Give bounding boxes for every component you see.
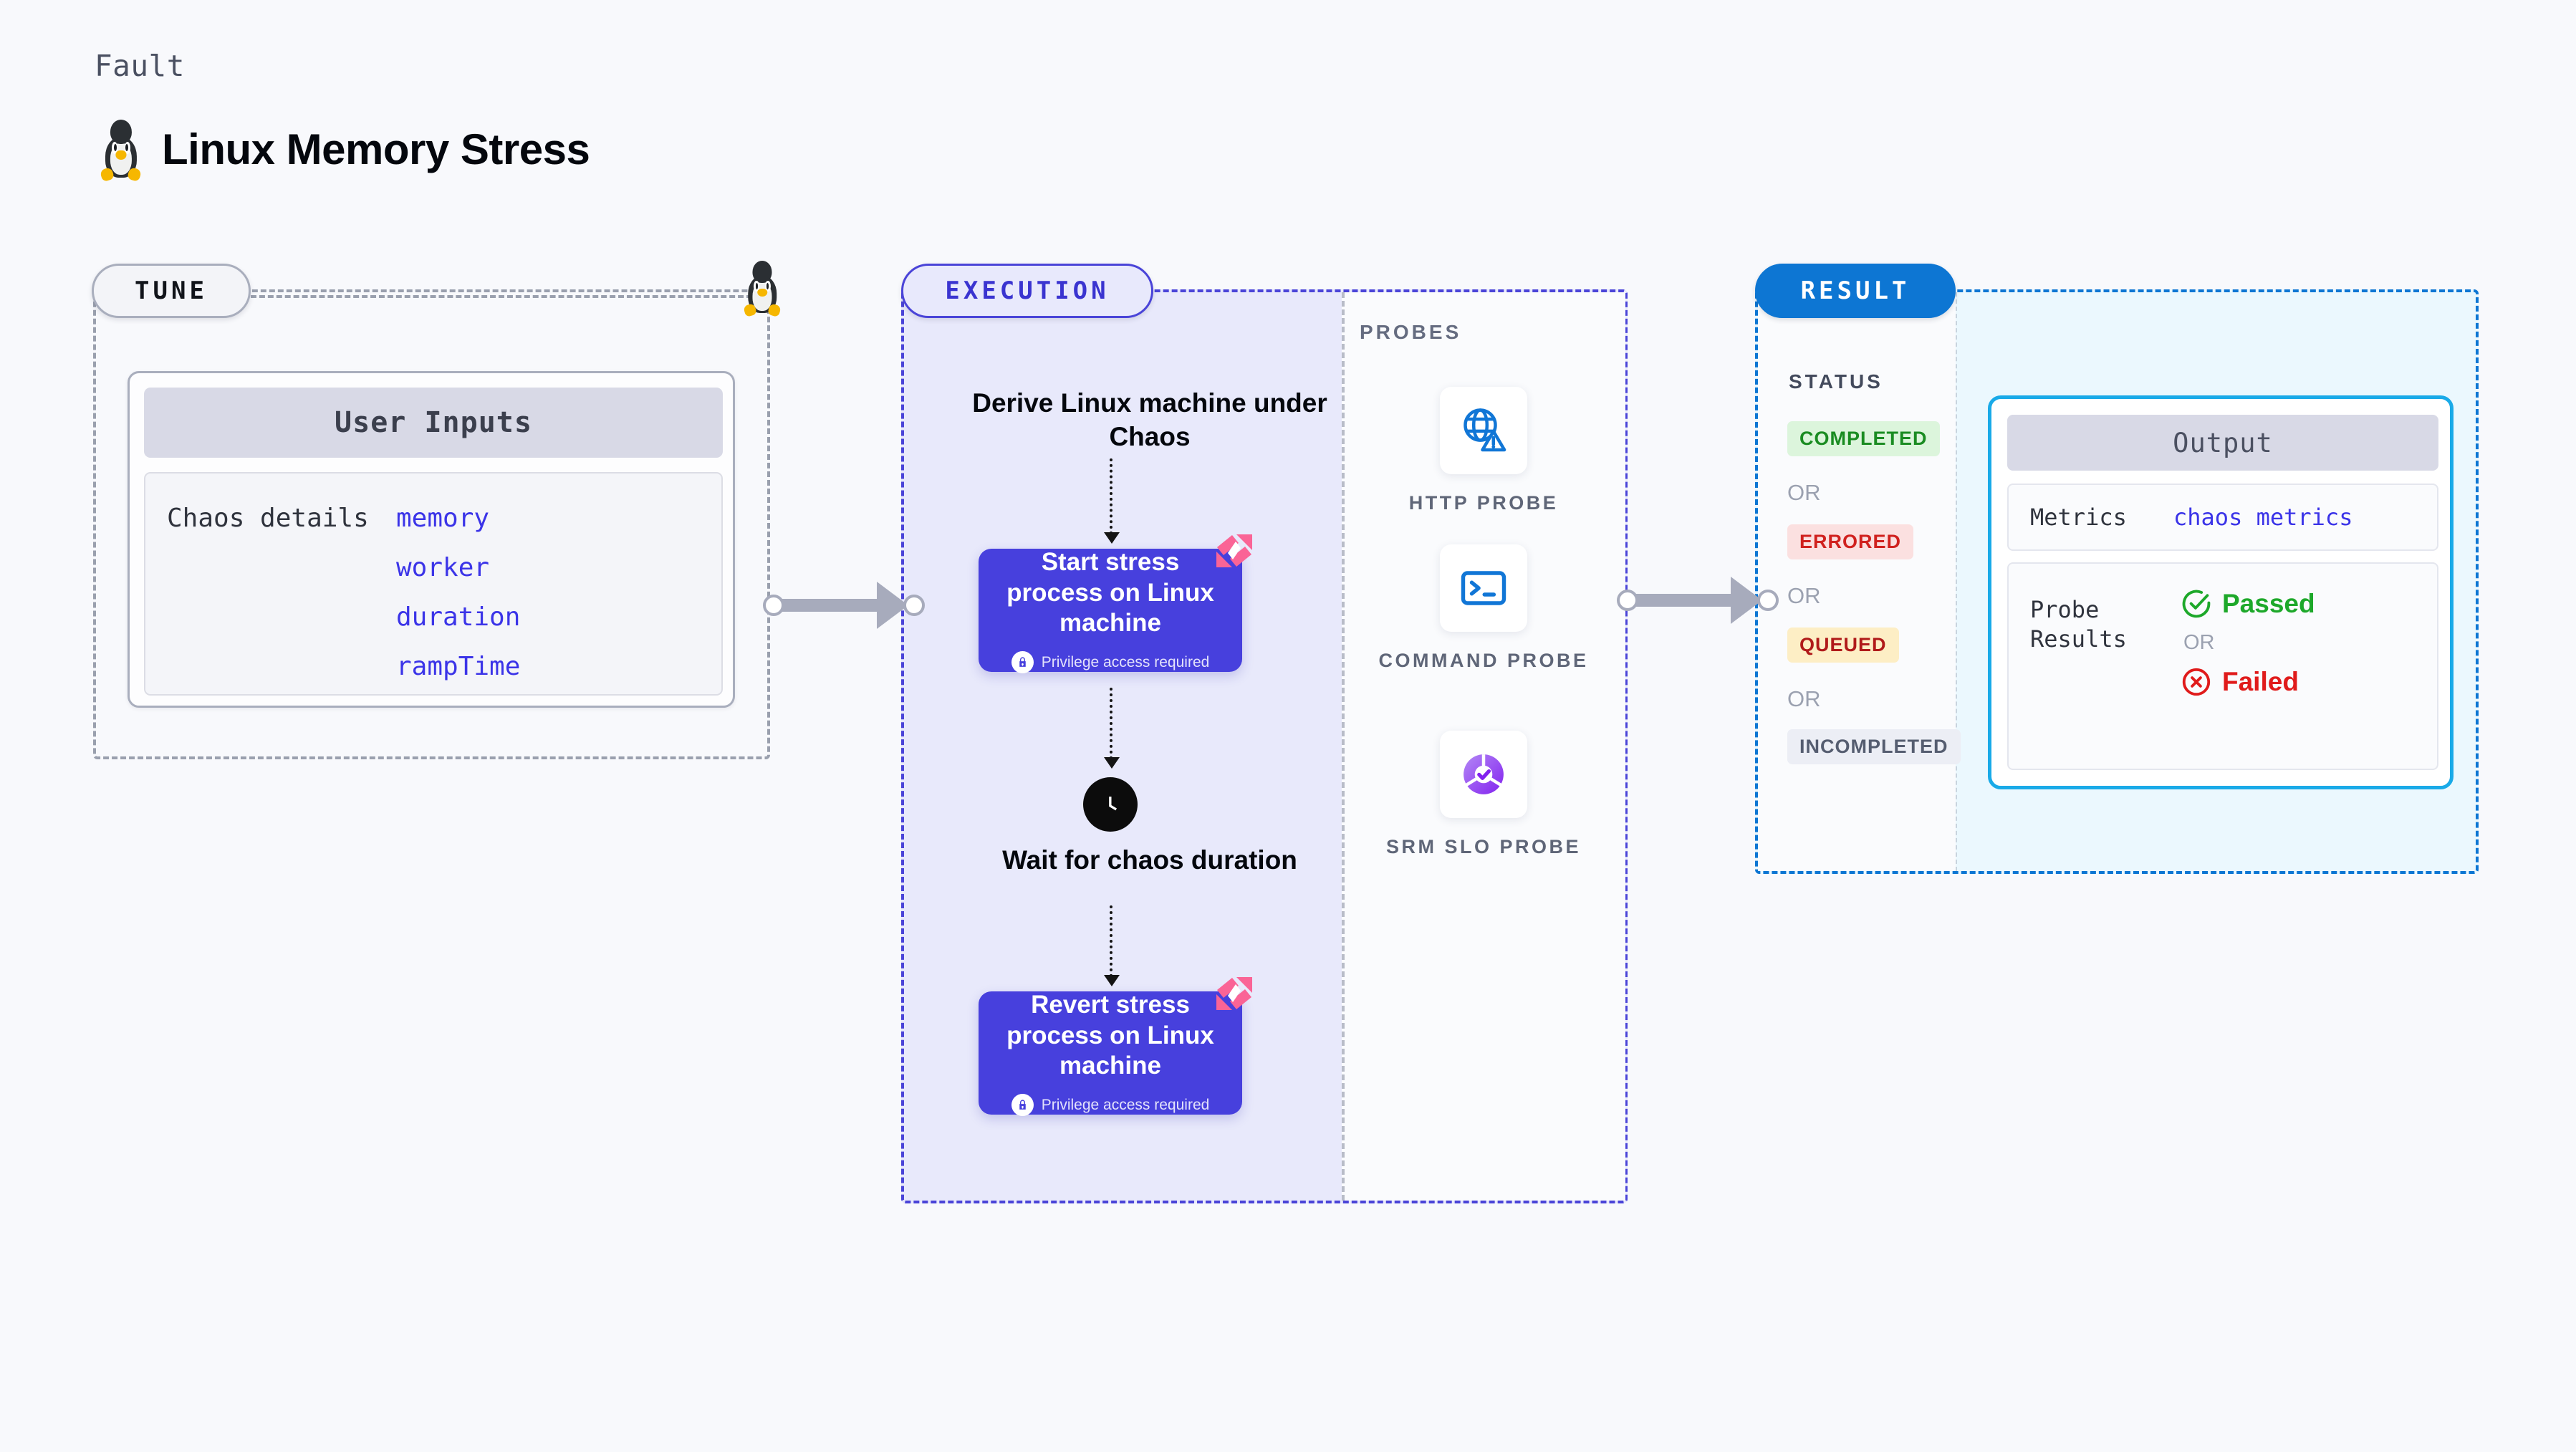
status-badge-completed: COMPLETED: [1787, 421, 1940, 456]
probe-label: HTTP PROBE: [1408, 492, 1559, 514]
privilege-note-text: Privilege access required: [1041, 653, 1210, 670]
passed-label: Passed: [2222, 589, 2315, 618]
status-column-divider: [1956, 292, 1957, 871]
status-badge-queued: QUEUED: [1787, 628, 1899, 663]
output-card: Output Metrics chaos metrics Probe Resul…: [1988, 395, 2454, 789]
terminal-icon: [1461, 571, 1506, 605]
flow-arrow-3: [1104, 905, 1120, 986]
chaos-details-label: Chaos details: [167, 504, 369, 533]
slo-donut-check-icon: [1464, 754, 1504, 794]
chaos-parameter-list: memory worker duration rampTime: [396, 504, 520, 681]
user-inputs-body: Chaos details memory worker duration ram…: [144, 472, 723, 696]
probe-item-srm-slo[interactable]: SRM SLO PROBE: [1376, 731, 1591, 860]
probe-card: [1440, 387, 1527, 474]
or-separator: OR: [1787, 480, 1821, 505]
clock-icon: [1083, 777, 1138, 832]
status-column-background: [1758, 292, 1956, 871]
privilege-note-row: Privilege access required: [1011, 1094, 1210, 1117]
or-separator: OR: [1787, 583, 1821, 608]
status-title: STATUS: [1789, 370, 1883, 393]
probes-divider: [1342, 292, 1345, 1201]
probe-card: [1440, 731, 1527, 818]
user-inputs-header: User Inputs: [144, 388, 723, 458]
page-title-text: Linux Memory Stress: [162, 125, 590, 173]
probe-result-passed: Passed: [2181, 588, 2315, 620]
exec-node-title: Revert stress process on Linux machine: [1006, 990, 1214, 1080]
tune-region: [93, 289, 770, 759]
flow-arrow-1: [1104, 458, 1120, 544]
tune-section-pill[interactable]: TUNE: [92, 264, 251, 318]
or-separator: OR: [1787, 686, 1821, 711]
probe-label: COMMAND PROBE: [1378, 650, 1589, 671]
tune-connector-line: [251, 295, 752, 298]
lock-icon: [1011, 651, 1034, 674]
result-section-pill[interactable]: RESULT: [1755, 264, 1956, 318]
linux-tux-icon: [743, 259, 782, 317]
metrics-key: Metrics: [2030, 503, 2127, 531]
check-circle-icon: [2182, 590, 2211, 618]
fault-kicker: Fault: [95, 49, 185, 83]
derive-step-label: Derive Linux machine under Chaos: [972, 388, 1327, 451]
probe-results-values: Passed OR Failed: [2181, 588, 2315, 698]
harness-logo-icon: [1216, 534, 1252, 567]
flow-arrow-2: [1104, 688, 1120, 769]
output-header: Output: [2007, 415, 2438, 471]
or-separator: OR: [2183, 631, 2215, 654]
probes-title: PROBES: [1360, 321, 1462, 343]
execution-section-pill[interactable]: EXECUTION: [901, 264, 1153, 318]
param-worker[interactable]: worker: [396, 553, 490, 582]
param-duration[interactable]: duration: [396, 602, 521, 632]
wait-step-label: Wait for chaos duration: [1002, 845, 1297, 875]
status-badge-errored: ERRORED: [1787, 524, 1914, 559]
probe-item-command[interactable]: COMMAND PROBE: [1376, 544, 1591, 673]
probe-item-http[interactable]: HTTP PROBE: [1376, 387, 1591, 516]
exec-node-title: Start stress process on Linux machine: [1006, 547, 1214, 638]
probe-card: [1440, 544, 1527, 632]
user-inputs-card: User Inputs Chaos details memory worker …: [128, 371, 735, 708]
harness-logo-icon: [1216, 977, 1252, 1010]
failed-label: Failed: [2222, 667, 2299, 696]
lock-icon: [1011, 1094, 1034, 1117]
linux-tux-icon: [100, 118, 143, 182]
privilege-note-row: Privilege access required: [1011, 651, 1210, 674]
probe-result-failed: Failed: [2181, 666, 2315, 698]
status-badge-incompleted: INCOMPLETED: [1787, 729, 1961, 764]
exec-node-start-stress[interactable]: Start stress process on Linux machine Pr…: [979, 534, 1252, 674]
metrics-row: Metrics chaos metrics: [2007, 484, 2438, 551]
privilege-note-text: Privilege access required: [1041, 1096, 1210, 1113]
probe-results-key: Probe Results: [2030, 596, 2127, 653]
page-title: Linux Memory Stress: [100, 118, 590, 182]
metrics-value[interactable]: chaos metrics: [2173, 504, 2353, 531]
globe-warning-icon: [1464, 408, 1506, 452]
exec-node-revert-stress[interactable]: Revert stress process on Linux machine P…: [979, 977, 1252, 1117]
param-memory[interactable]: memory: [396, 504, 490, 533]
probe-results-row: Probe Results Passed OR Failed: [2007, 562, 2438, 770]
x-circle-icon: [2182, 668, 2211, 696]
probe-label: SRM SLO PROBE: [1385, 836, 1582, 857]
param-ramptime[interactable]: rampTime: [396, 652, 521, 681]
